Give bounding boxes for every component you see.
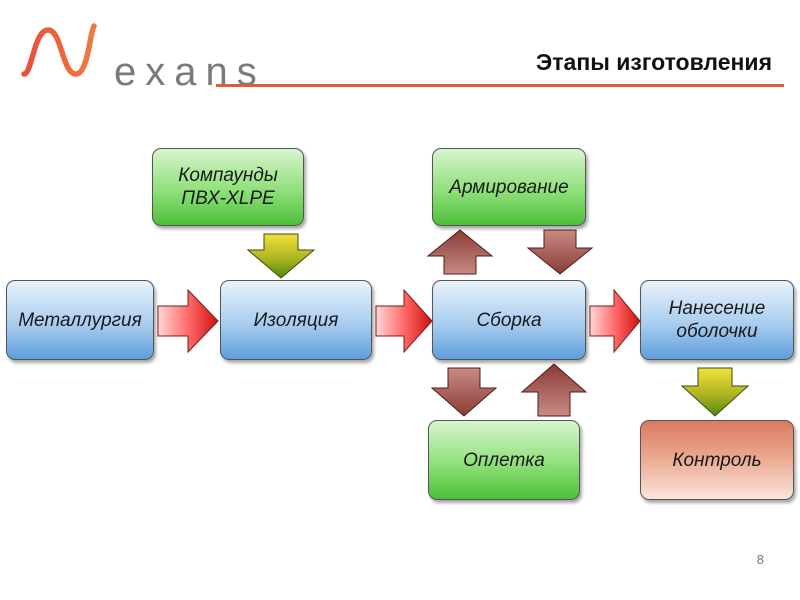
assembly-box: Сборка [432, 280, 586, 360]
sheath-box: Нанесение оболочки [640, 280, 794, 360]
arrow-compounds-to-insulation [246, 233, 316, 279]
compounds-box: Компаунды ПВХ-XLPE [152, 148, 304, 226]
page-number: 8 [756, 552, 764, 567]
sheath-label-line1: Нанесение [668, 298, 766, 319]
title-underline [216, 84, 784, 87]
arrow-assembly-to-armoring [426, 229, 494, 275]
arrow-assembly-to-sheath [589, 288, 641, 354]
assembly-label: Сборка [476, 309, 542, 331]
armoring-label: Армирование [449, 176, 569, 198]
arrow-assembly-to-braiding [430, 367, 498, 417]
arrow-insulation-to-assembly [375, 288, 433, 354]
metallurgy-box: Металлургия [6, 280, 154, 360]
arrow-sheath-to-control [680, 367, 750, 417]
insulation-box: Изоляция [220, 280, 372, 360]
arrow-braiding-to-assembly [520, 363, 588, 417]
insulation-label: Изоляция [253, 309, 339, 331]
arrow-metallurgy-to-insulation [157, 288, 219, 354]
nexans-logo: exans [18, 22, 257, 92]
control-label: Контроль [672, 449, 762, 471]
logo-n-mark [21, 23, 97, 77]
armoring-box: Армирование [432, 148, 586, 226]
braiding-box: Оплетка [428, 420, 580, 500]
compounds-label-line1: Компаунды [178, 165, 278, 186]
metallurgy-label: Металлургия [18, 309, 142, 331]
slide-title: Этапы изготовления [535, 49, 772, 75]
arrow-armoring-to-assembly [526, 229, 594, 275]
braiding-label: Оплетка [463, 449, 545, 471]
control-box: Контроль [640, 420, 794, 500]
sheath-label-line2: оболочки [676, 321, 758, 342]
compounds-label-line2: ПВХ-XLPE [181, 188, 275, 209]
